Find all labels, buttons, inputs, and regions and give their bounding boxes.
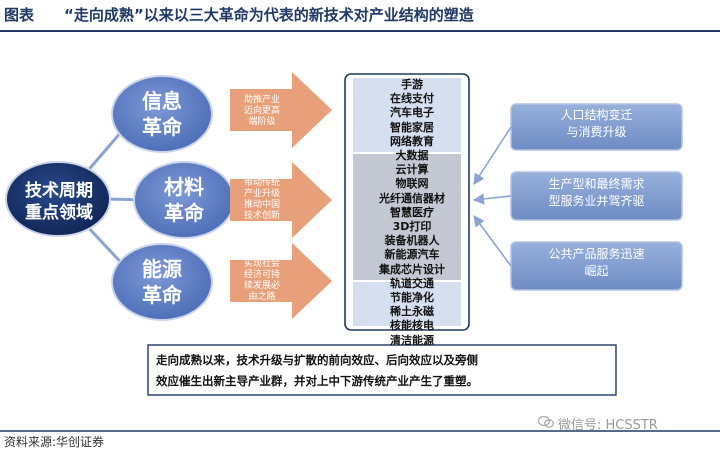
industry-list: 手游 在线支付 汽车电子 智能家居 网络教育 大数据 云计算 物联网 光纤通信器… <box>358 78 466 348</box>
driver-label-1: 人口结构变迁 与消费升级 <box>560 108 633 139</box>
list-item: 3D打印 <box>392 220 432 234</box>
list-item: 装备机器人 <box>384 234 440 248</box>
info-arrow <box>230 72 332 148</box>
list-item: 大数据 <box>395 149 429 163</box>
list-item: 汽车电子 <box>390 106 434 120</box>
figure-header: 图表 “走向成熟”以来以三大革命为代表的新技术对产业结构的塑造 <box>0 0 720 32</box>
info-revolution-oval <box>111 75 213 153</box>
industry-group-1-fill <box>353 78 461 152</box>
energy-arrow-label: 实现社会 经济可持 续发展必 由之路 <box>243 259 280 302</box>
list-item: 清洁能源 <box>390 333 434 347</box>
list-item: 智慧医疗 <box>390 205 434 219</box>
diagram-canvas <box>0 72 720 432</box>
source-note: 资料来源:华创证券 <box>4 435 105 449</box>
driver-label-2: 生产型和最终需求 型服务业并驾齐驱 <box>548 177 645 208</box>
info-revolution-label: 信息 革命 <box>142 89 182 139</box>
summary-text: 走向成熟以来，技术升级与扩散的前向效应、后向效应以及旁侧 效应催生出新主导产业群… <box>156 353 478 388</box>
list-item: 物联网 <box>395 177 429 191</box>
industry-group-2-fill <box>353 154 461 280</box>
driver-label-3: 公共产品服务迅速 崛起 <box>548 247 645 278</box>
energy-revolution-oval <box>111 243 213 321</box>
list-item: 智能家居 <box>390 120 434 134</box>
watermark-text: 微信号: HCSSTR <box>558 418 658 433</box>
list-item: 在线支付 <box>390 92 434 106</box>
driver-arrows <box>472 126 512 267</box>
material-arrow <box>230 162 332 238</box>
wechat-icon <box>538 415 554 428</box>
list-item: 集成芯片设计 <box>379 262 445 276</box>
header-divider <box>0 30 720 32</box>
core-oval <box>5 161 111 237</box>
industry-group-3-fill <box>353 282 461 326</box>
list-item: 网络教育 <box>390 134 434 148</box>
list-item: 光纤通信器材 <box>379 191 445 205</box>
list-item: 新能源汽车 <box>384 248 440 262</box>
list-item: 节能净化 <box>390 291 434 305</box>
list-item: 核能核电 <box>390 319 434 333</box>
energy-arrow <box>230 243 332 319</box>
summary-box <box>147 344 617 396</box>
list-item: 轨道交通 <box>390 276 434 290</box>
material-revolution-label: 材料 革命 <box>164 175 204 225</box>
core-label: 技术周期 重点领域 <box>25 181 93 223</box>
energy-revolution-label: 能源 革命 <box>142 257 182 307</box>
list-item: 手游 <box>401 78 423 91</box>
info-arrow-label: 助推产业 迈向更高 端阶级 <box>243 95 280 127</box>
material-arrow-label: 带动传统 产业升级 推动中国 技术创新 <box>243 178 280 221</box>
figure-title: 图表 “走向成熟”以来以三大革命为代表的新技术对产业结构的塑造 <box>4 6 474 24</box>
list-item: 云计算 <box>395 163 429 177</box>
list-item: 稀土永磁 <box>390 305 434 319</box>
